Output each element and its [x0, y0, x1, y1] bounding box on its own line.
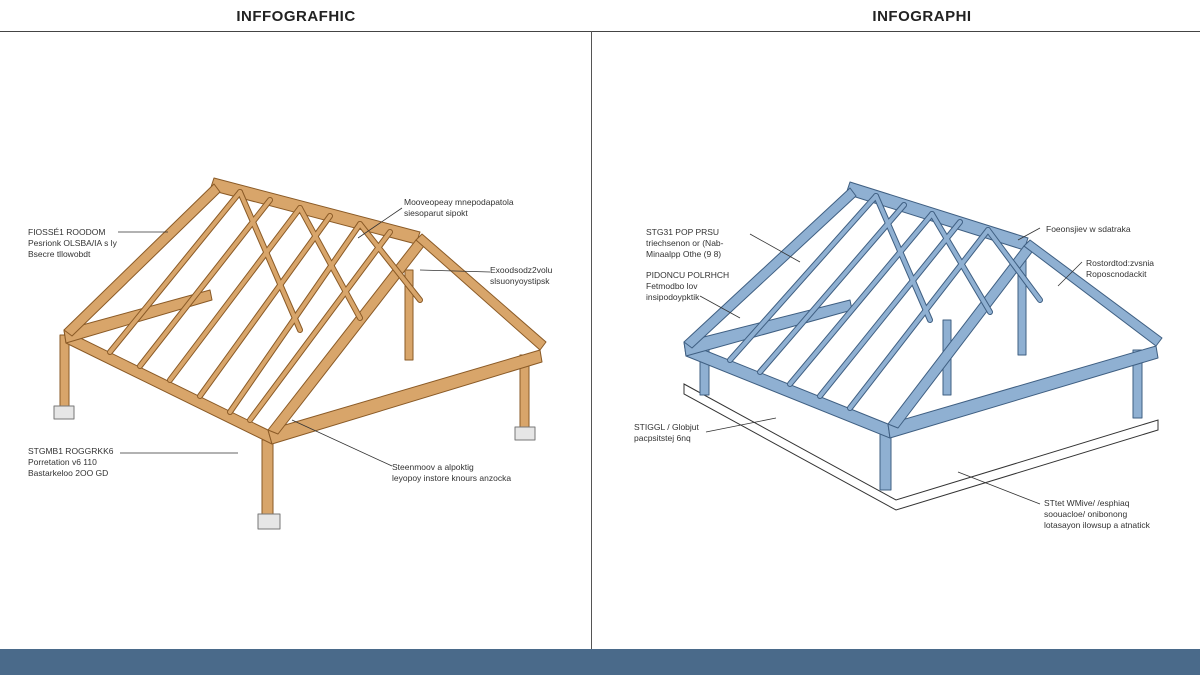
wood-rafter: [63, 183, 221, 337]
steel-rafter: [1023, 239, 1163, 347]
steel-post: [879, 429, 892, 491]
steel-label-top-left-a: STG31 POP PRSU triechsenon or (Nab- Mina…: [646, 227, 724, 259]
wood-label-top-left: FIOSSÉ1 ROODOM Pesrionk OLSBA/IA s ly Bs…: [28, 227, 117, 259]
steel-label-bottom-right: STtet WMive/ /esphiaq soouacloe/ onibono…: [1044, 498, 1150, 530]
steel-rafter: [683, 187, 857, 349]
steel-plate-right: [887, 345, 1159, 439]
steel-plate-front: [683, 341, 891, 439]
steel-label-top-right: Foeonsjiev w sdatraka: [1046, 224, 1131, 234]
wood-label-bottom-center: Steenmoov a alpoktig leyopoy instore kno…: [392, 462, 512, 483]
wood-label-bottom-left: STGMB1 ROGGRKK6 Porretation v6 110 Basta…: [28, 446, 114, 478]
wood-footing: [514, 426, 536, 441]
steel-label-mid-left: STIGGL / Globjut pacpsitstej 6nq: [634, 422, 699, 443]
wood-label-mid-right: Exoodsodz2volu slsuonyoystipsk: [490, 265, 553, 286]
panel-divider: [591, 31, 592, 649]
wood-rafter: [415, 233, 547, 351]
steel-label-mid-right: Rostordtod:zvsnia Roposcnodackit: [1086, 258, 1155, 279]
wood-footing: [53, 405, 75, 420]
header-rule: [0, 31, 1200, 32]
left-title: INFFOGRAFHIC: [236, 8, 356, 25]
steel-post: [1132, 349, 1143, 419]
wood-post: [404, 269, 414, 361]
footer-bar: [0, 649, 1200, 675]
wood-label-top-center: Mooveopeay mnepodapatola siesoparut sipo…: [404, 197, 514, 218]
wood-post: [59, 334, 70, 411]
right-title: INFOGRAPHI: [872, 8, 972, 25]
wood-leader-lines: [118, 207, 491, 467]
wood-post: [261, 439, 274, 519]
steel-slab: [683, 383, 1159, 511]
steel-truss: [683, 181, 1163, 491]
steel-leader-lines: [699, 227, 1083, 505]
wood-footing: [257, 513, 281, 530]
wood-plate-front: [63, 329, 273, 445]
steel-label-top-left-b: PIDONCU POLRHCH Fetmodbo lov insipodoypk…: [646, 270, 730, 302]
wood-plate-right: [267, 349, 543, 445]
